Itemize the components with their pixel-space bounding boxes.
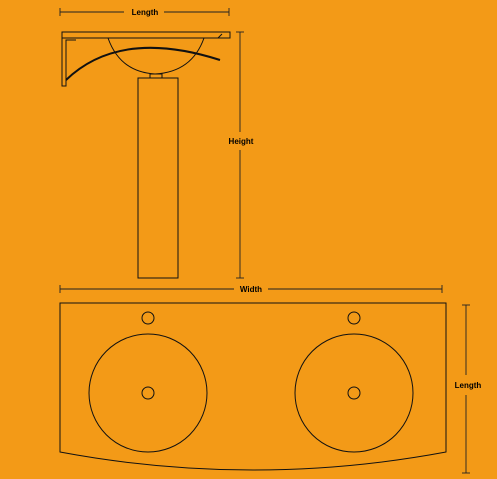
left-faucet-hole — [141, 311, 155, 325]
vanity-top-outline — [59, 302, 447, 471]
side-wall-bracket — [61, 38, 76, 87]
width-dimension: Width — [59, 285, 443, 294]
left-basin — [88, 333, 208, 453]
left-drain — [141, 386, 155, 400]
side-drain-neck — [149, 73, 163, 79]
side-pedestal-column — [137, 77, 179, 279]
height-label: Height — [229, 137, 254, 146]
side-countertop — [61, 31, 231, 39]
side-support-arm — [65, 46, 221, 81]
side-length-dimension: Length — [59, 8, 230, 17]
right-faucet-hole — [347, 311, 361, 325]
side-bowl — [107, 37, 205, 75]
side-length-label: Length — [132, 8, 159, 17]
height-dimension: Height — [229, 31, 254, 279]
double-vanity-top-view — [59, 302, 447, 471]
top-length-label: Length — [455, 381, 482, 390]
right-drain — [347, 386, 361, 400]
pedestal-sink-side-view — [61, 31, 231, 279]
width-label: Width — [240, 285, 262, 294]
top-length-dimension: Length — [455, 304, 482, 474]
side-right-bracket — [204, 33, 223, 39]
right-basin — [294, 333, 414, 453]
